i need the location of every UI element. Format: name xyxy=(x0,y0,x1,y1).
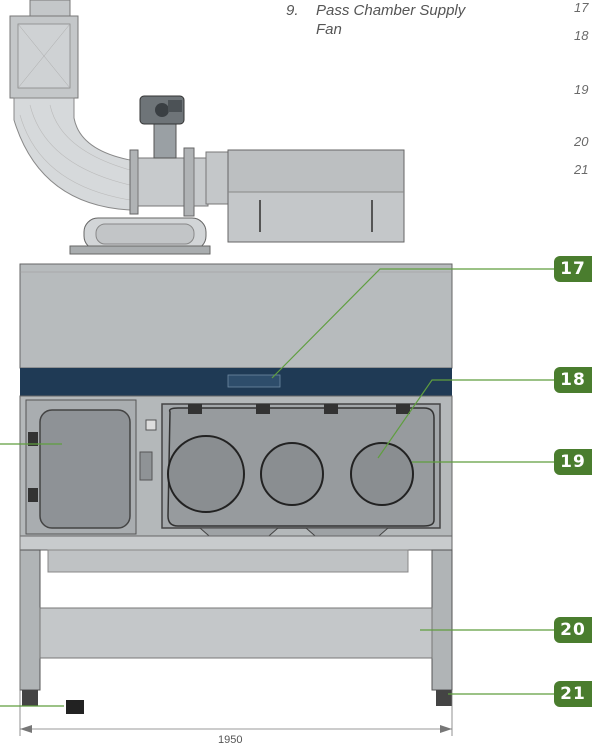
filter-cartridge xyxy=(69,217,211,255)
elbow-duct xyxy=(13,97,131,211)
leg-left xyxy=(19,549,41,691)
leader-lines xyxy=(0,268,558,707)
cabinet-top xyxy=(19,263,453,369)
list-number-17: 17 xyxy=(574,0,589,15)
display-panel xyxy=(227,374,281,388)
item-number: 9. xyxy=(286,2,299,19)
list-number-18: 18 xyxy=(574,28,589,43)
callout-17: 17 xyxy=(554,256,592,282)
base-frame xyxy=(19,535,453,551)
pass-chamber-door xyxy=(25,399,157,535)
callout-19: 19 xyxy=(554,449,592,475)
width-dimension-label: 1950 xyxy=(218,734,243,746)
callout-20: 20 xyxy=(554,617,592,643)
item-label-line1: Pass Chamber Supply xyxy=(316,2,466,19)
exhaust-duct-box xyxy=(9,0,79,99)
supply-fan-box xyxy=(205,149,405,243)
glove-port-3 xyxy=(350,442,414,506)
list-number-21: 21 xyxy=(574,162,589,177)
glove-port-1 xyxy=(167,435,245,513)
damper-valve xyxy=(129,95,209,217)
width-dimension-line xyxy=(19,480,453,736)
under-shelf xyxy=(39,607,433,659)
callout-21: 21 xyxy=(554,681,592,707)
leg-right xyxy=(431,549,453,691)
glove-port-2 xyxy=(260,442,324,506)
item-label-line2: Fan xyxy=(316,21,342,38)
callout-18: 18 xyxy=(554,367,592,393)
list-number-19: 19 xyxy=(574,82,589,97)
castor-wheels xyxy=(22,690,452,714)
list-number-20: 20 xyxy=(574,134,589,149)
